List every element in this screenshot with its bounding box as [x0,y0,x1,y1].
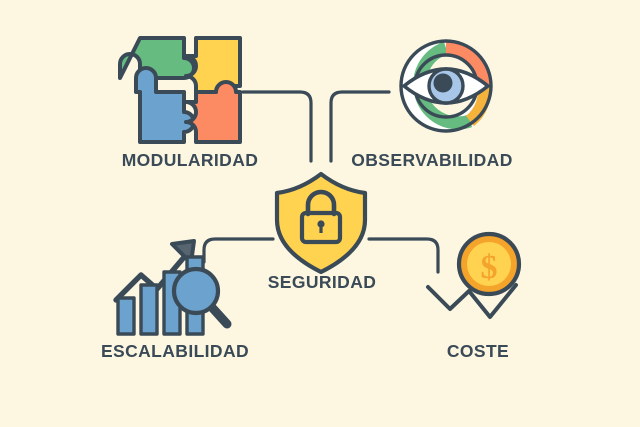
connector-seguridad-to-coste [367,237,440,274]
connector-lines [202,90,440,274]
donut-segment-orange [445,41,491,87]
padlock-keyhole [317,220,325,228]
padlock-shackle [305,189,337,217]
connector-observabilidad-to-seguridad [329,90,391,163]
bar-2 [139,283,159,336]
padlock-body [299,210,343,245]
bar-1 [116,296,136,336]
dollar-coin-icon: $ [426,231,522,319]
trend-line [113,246,194,303]
cost-trend-line [426,283,518,319]
puzzle-piece-blue [134,66,196,144]
growth-chart-magnifier-icon [113,239,232,336]
shield-lock-icon [274,171,368,275]
label-seguridad: SEGURIDAD [268,272,377,292]
padlock-keyhole-slot [319,225,323,233]
puzzle-icon [118,36,242,144]
label-observabilidad: OBSERVABILIDAD [351,150,513,170]
donut-outer-outline [399,39,493,133]
coin-dollar-symbol: $ [481,249,498,286]
coin-inner [467,242,511,286]
puzzle-piece-orange [184,80,242,144]
connector-seguridad-to-escalabilidad [202,237,275,264]
label-escalabilidad: ESCALABILIDAD [101,341,249,361]
magnifier-lens [171,266,221,316]
puzzle-piece-green [118,36,196,80]
label-coste: COSTE [447,341,509,361]
connector-modularidad-to-seguridad [241,90,313,163]
label-modularidad: MODULARIDAD [122,150,259,170]
eye-donut-icon [399,39,493,133]
eye-pupil [433,73,453,93]
